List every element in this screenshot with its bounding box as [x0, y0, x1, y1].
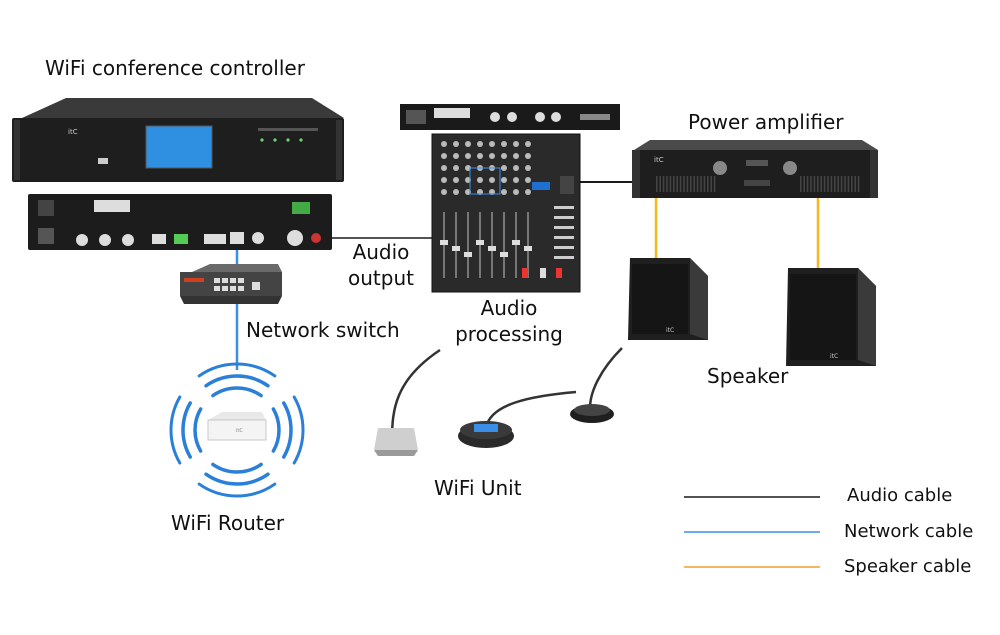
controller-front-icon: itC	[12, 98, 344, 182]
svg-text:itC: itC	[654, 156, 664, 164]
wifi-waves-icon	[169, 362, 305, 498]
legend-network-cable-label: Network cable	[844, 521, 974, 542]
audio-output-label-line2: output	[348, 266, 414, 290]
wifi-unit-label: WiFi Unit	[434, 476, 522, 500]
wifi-router-label: WiFi Router	[171, 511, 285, 535]
legend-speaker-cable-label: Speaker cable	[844, 556, 972, 577]
svg-text:itC: itC	[68, 128, 78, 136]
svg-text:itC: itC	[236, 428, 243, 434]
audio-processing-label-line1: Audio	[480, 296, 538, 320]
audio-output-label-line1: Audio	[352, 240, 410, 264]
speaker-cable-lines	[654, 196, 820, 268]
network-switch-icon	[180, 264, 282, 304]
wifi-router-icon: itC	[207, 412, 267, 441]
power-amplifier-label: Power amplifier	[688, 110, 844, 134]
speaker-right-icon: itC	[786, 268, 876, 366]
mixer-icon	[431, 133, 581, 293]
microphone-unit-1-icon	[374, 348, 441, 456]
controller-label: WiFi conference controller	[45, 56, 305, 80]
legend-audio-cable-label: Audio cable	[847, 485, 953, 506]
power-amplifier-icon: itC	[632, 140, 878, 198]
microphone-unit-3-icon	[570, 347, 623, 423]
speaker-label: Speaker	[707, 364, 789, 388]
svg-text:itC: itC	[666, 327, 674, 334]
svg-text:itC: itC	[830, 353, 838, 360]
microphone-unit-2-icon	[458, 390, 577, 448]
mixer-rear-strip-icon	[400, 104, 620, 130]
controller-rear-icon	[28, 194, 332, 250]
audio-processing-label-line2: processing	[455, 322, 563, 346]
network-switch-label: Network switch	[246, 318, 400, 342]
speaker-left-icon: itC	[628, 258, 708, 340]
audio-cable-lines	[332, 181, 632, 239]
legend-lines	[684, 496, 820, 568]
